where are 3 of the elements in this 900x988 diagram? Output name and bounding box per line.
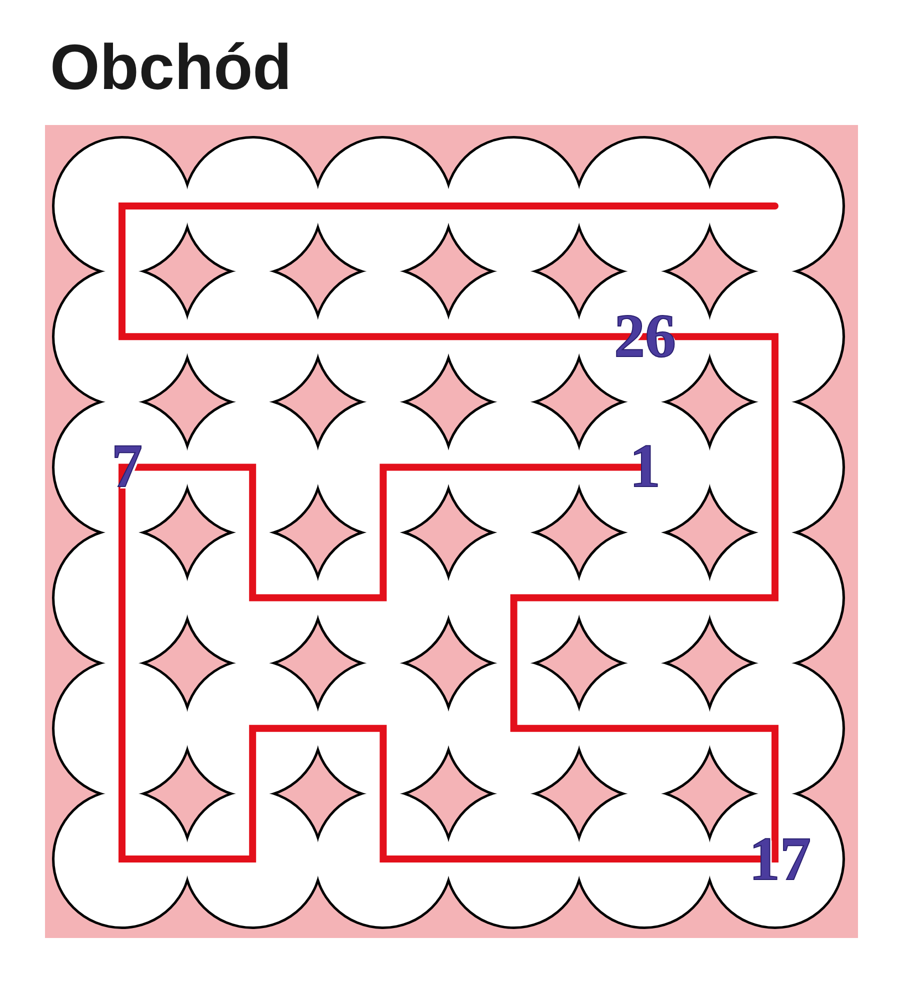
step-number: 1	[630, 432, 660, 502]
step-number: 17	[749, 824, 811, 896]
title: Obchód	[50, 30, 292, 104]
